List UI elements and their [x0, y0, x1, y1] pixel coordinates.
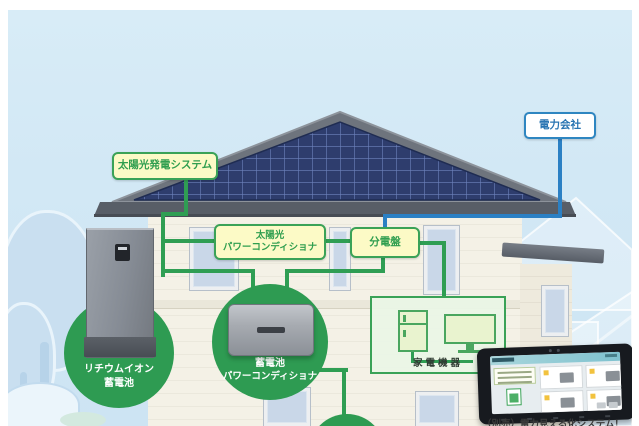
battery-label-line2: 蓄電池 — [104, 378, 134, 389]
wire-board-to-appliances — [420, 241, 446, 245]
window — [416, 392, 458, 426]
wire-grid — [383, 214, 562, 218]
appl-wire — [411, 352, 414, 362]
tablet-app-card — [585, 363, 622, 388]
fridge-icon — [398, 310, 428, 352]
battery-gauge-icon — [506, 388, 522, 406]
tablet-button — [608, 401, 618, 409]
battery-display — [115, 244, 130, 261]
wire-grid — [383, 214, 387, 229]
lithium-battery-unit-icon — [84, 228, 156, 358]
label-line: 電力会社 — [539, 118, 581, 131]
tablet-app-card — [539, 365, 584, 390]
label-solar-system: 太陽光発電システム — [112, 152, 218, 180]
label-line: 分電盤 — [369, 235, 401, 248]
wire-solar-to-pcs — [161, 212, 165, 277]
label-power-company: 電力会社 — [524, 112, 596, 139]
wire-conditioner-to-board — [326, 239, 352, 243]
tablet-camera-dot — [548, 349, 552, 353]
tv-stand — [458, 350, 482, 353]
tv-stand — [466, 344, 474, 352]
tablet-app-card — [540, 390, 585, 415]
wire-board-down — [381, 256, 385, 273]
tablet-camera-dot — [556, 348, 560, 352]
solar-panel-roof-icon — [94, 110, 576, 217]
tablet-header-title-bar — [492, 357, 515, 363]
tablet-header-status-bar — [604, 353, 618, 358]
wire-battery-pcs-down — [342, 368, 346, 426]
label-solar-system-text: 太陽光発電システム — [117, 159, 213, 172]
label-line: パワーコンディショナ — [222, 242, 318, 253]
tv-icon — [444, 314, 496, 344]
wire-bus — [285, 269, 385, 273]
battery-conditioner-line1: 蓄電池 — [255, 358, 285, 369]
window — [424, 226, 459, 294]
appl-wire — [411, 360, 473, 363]
tablet-monitor-icon — [476, 343, 632, 425]
tablet-screen — [489, 351, 622, 415]
ground-blob — [60, 412, 106, 426]
wire-board-to-appliances — [442, 241, 446, 298]
wire-bus — [251, 269, 255, 297]
battery-conditioner-line2: パワーコンディショナ — [222, 371, 318, 382]
window — [330, 228, 350, 290]
wire-solar-to-pcs — [161, 212, 188, 216]
label-line: 太陽光 — [255, 229, 285, 241]
power-conditioner-unit-icon — [228, 304, 314, 356]
wire-bus — [285, 269, 289, 297]
wire-grid — [558, 139, 562, 218]
window — [542, 286, 568, 336]
wire-to-solar-conditioner — [161, 239, 216, 243]
tablet-app-card — [586, 388, 622, 413]
battery-label-line1: リチウムイオン — [84, 364, 154, 375]
tablet-button — [596, 402, 606, 409]
tablet-summary-card — [493, 366, 536, 386]
battery-plinth — [84, 337, 156, 357]
wire-solar-to-pcs — [184, 178, 188, 216]
tablet-caption: （別売）電力見える化システム！ — [482, 419, 624, 426]
label-distribution-board: 分電盤 — [350, 227, 420, 258]
house-floor-trim — [148, 300, 522, 309]
tablet-screen-header — [489, 351, 621, 366]
wire-bus — [161, 269, 255, 273]
appliances-label: 家電機器 — [412, 358, 463, 369]
wire-battery-pcs-down — [316, 368, 348, 372]
label-solar-conditioner: 太陽光 パワーコンディショナ — [214, 224, 326, 260]
pcs-vent-slot — [257, 327, 285, 333]
scene-sky: 家電機器 太陽光発電システム 太陽光 パワーコンディショナ 分電盤 電力会社 リ… — [8, 10, 632, 426]
